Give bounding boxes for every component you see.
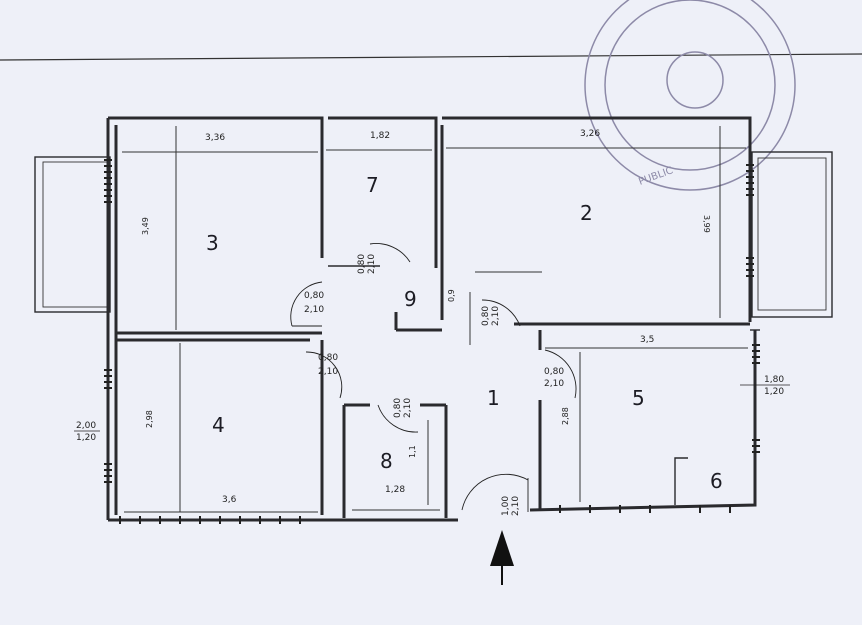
interior-walls [116, 125, 750, 518]
dim-room3-height: 3,49 [141, 217, 150, 235]
window-label-4-width: 2,00 [76, 421, 96, 431]
room-number-7: 7 [366, 173, 379, 197]
dim-room2-height: 3,99 [702, 215, 711, 233]
dim-room8-height: 1,1 [408, 445, 417, 458]
door-swings [290, 243, 577, 512]
dim-room5-width: 3,5 [640, 335, 654, 345]
door-label-7-width: 0,80 [357, 254, 367, 274]
dim-room5-height: 2,88 [561, 407, 570, 425]
door-label-5-height: 2,10 [544, 379, 564, 389]
door-label-7-height: 2,10 [367, 254, 377, 274]
dim-room2-width: 3,26 [580, 129, 600, 139]
room-number-5: 5 [632, 386, 645, 410]
official-stamp: PUBLIC [584, 0, 796, 191]
door-label-2-width: 0,80 [481, 306, 491, 326]
right-balcony [751, 151, 833, 318]
door-label-5-width: 0,80 [544, 367, 564, 377]
dimension-lines [122, 126, 748, 513]
room-number-4: 4 [212, 413, 225, 437]
window-label-4-height: 1,20 [76, 433, 96, 443]
room-number-9: 9 [404, 287, 417, 311]
door-label-8-height: 2,10 [403, 398, 413, 418]
entrance-arrow-icon [490, 530, 514, 585]
dim-room9-height: 0,9 [447, 289, 456, 302]
dim-room3-width: 3,36 [205, 133, 225, 143]
window-label-5-width: 1,80 [764, 375, 784, 385]
room-number-6: 6 [710, 469, 723, 493]
entry-door-width: 1,00 [501, 496, 511, 516]
room-number-8: 8 [380, 449, 393, 473]
room-number-1: 1 [487, 386, 500, 410]
window-label-5-height: 1,20 [764, 387, 784, 397]
dim-room7-width: 1,82 [370, 131, 390, 141]
room-number-2: 2 [580, 201, 593, 225]
dim-room8-width: 1,28 [385, 485, 405, 495]
dim-room4-height: 2,98 [145, 410, 154, 428]
left-balcony [34, 156, 111, 313]
room-number-3: 3 [206, 231, 219, 255]
entry-door-height: 2,10 [511, 496, 521, 516]
door-label-8-width: 0,80 [393, 398, 403, 418]
door-label-4-width: 0,80 [318, 353, 338, 363]
door-label-3-height: 2,10 [304, 305, 324, 315]
door-label-3-width: 0,80 [304, 291, 324, 301]
dim-room4-width: 3,6 [222, 495, 237, 505]
window-marks [104, 159, 760, 524]
door-label-2-height: 2,10 [491, 306, 501, 326]
door-label-4-height: 2,10 [318, 367, 338, 377]
page-border-line [0, 53, 862, 61]
